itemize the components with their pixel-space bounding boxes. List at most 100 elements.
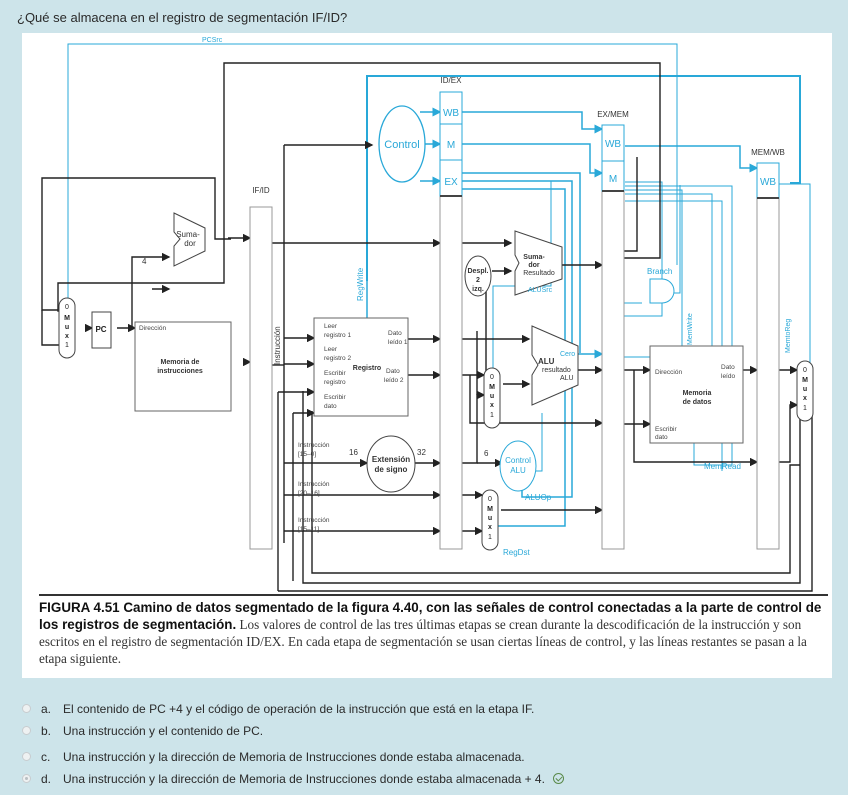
memwrite-label: MemWrite <box>687 313 694 345</box>
option-text: Una instrucción y el contenido de PC. <box>63 723 264 738</box>
exmem-wb-label: WB <box>605 139 621 150</box>
bus-width-label: 6 <box>484 449 489 458</box>
shift-label: izq. <box>472 286 484 293</box>
reg-port-label: registro 1 <box>324 332 351 339</box>
dmem-port-label: Dato <box>721 364 735 371</box>
instr-field-label: [15–11] <box>298 526 319 533</box>
mux-label: M <box>64 315 70 322</box>
instr-field-label: Instrucción <box>298 481 330 488</box>
dmem-label: Memoria <box>683 390 712 397</box>
pcsrc-label: PCSrc <box>202 37 223 44</box>
idex-ex-label: EX <box>444 177 458 188</box>
branch-and-gate <box>649 278 675 304</box>
alusrc-label: ALUSrc <box>528 287 553 294</box>
dmem-port-label: dato <box>655 434 668 441</box>
pc-adder <box>173 212 206 267</box>
idex-label: ID/EX <box>441 76 463 85</box>
instr-field-label: Instrucción <box>298 442 330 449</box>
mux-label: M <box>489 384 495 391</box>
dmem-port-label: leído <box>721 373 735 380</box>
option-text: Una instrucción y la dirección de Memori… <box>63 749 525 764</box>
reg-port-label: Dato <box>388 330 402 337</box>
idex-m-label: M <box>447 140 455 151</box>
sign-extend-label: de signo <box>375 465 408 474</box>
regdst-label: RegDst <box>503 548 530 557</box>
zero-flag-label: Cero <box>560 351 575 358</box>
exmem-label: EX/MEM <box>597 110 629 119</box>
instr-field-label: [15–0] <box>298 451 316 458</box>
reg-port-label: leído 2 <box>384 377 404 384</box>
alusrc-mux <box>483 367 501 429</box>
register-file <box>313 317 409 417</box>
ifid-label: IF/ID <box>252 186 270 195</box>
mux-label: M <box>802 377 808 384</box>
mux-label: M <box>487 506 493 513</box>
memtoreg-mux <box>796 360 814 422</box>
mux-label: u <box>65 324 69 331</box>
memwb-label: MEM/WB <box>751 148 785 157</box>
reg-port-label: Escribir <box>324 370 347 377</box>
pipeline-datapath-diagram: IF/ID ID/EX WB M EX EX/MEM WB M MEM/WB W… <box>39 37 828 596</box>
adder-label: dor <box>184 239 196 248</box>
regdst-mux <box>481 489 499 551</box>
alu-result-label: ALU <box>560 375 574 382</box>
reg-port-label: Dato <box>386 368 400 375</box>
radio-button-c[interactable] <box>22 752 31 761</box>
correct-check-icon <box>552 773 564 784</box>
radio-button-a[interactable] <box>22 704 31 713</box>
adder-label: Suma- <box>523 254 545 261</box>
branch-adder <box>514 230 563 296</box>
control-wires <box>67 43 811 527</box>
reg-port-label: leído 1 <box>388 339 408 346</box>
datapath-figure: IF/ID ID/EX WB M EX EX/MEM WB M MEM/WB W… <box>22 33 832 678</box>
mux-label: x <box>803 395 807 402</box>
radio-button-d[interactable] <box>22 774 31 783</box>
option-text: Una instrucción y la dirección de Memori… <box>63 771 545 786</box>
imem-label: instrucciones <box>157 368 203 375</box>
answer-option-c[interactable]: c. Una instrucción y la dirección de Mem… <box>22 748 564 765</box>
alu-control <box>499 440 537 492</box>
bus-width-label: 16 <box>349 448 358 457</box>
mux-label: x <box>65 333 69 340</box>
pipeline-registers: IF/ID ID/EX WB M EX EX/MEM WB M MEM/WB W… <box>249 76 785 550</box>
answer-option-d[interactable]: d. Una instrucción y la dirección de Mem… <box>22 770 564 787</box>
register-file-title: Registro <box>353 365 381 372</box>
reg-port-label: dato <box>324 403 337 410</box>
mux-label: 0 <box>803 367 807 374</box>
alu-control-label: Control <box>505 456 531 465</box>
data-memory <box>649 345 744 444</box>
adder-label: Suma- <box>176 230 200 239</box>
adder-label: dor <box>528 262 540 269</box>
mux-label: 1 <box>65 342 69 349</box>
mux-label: 1 <box>803 405 807 412</box>
question-text: ¿Qué se almacena en el registro de segme… <box>17 10 348 25</box>
regwrite-label: RegWrite <box>356 267 365 301</box>
alu-control-label: ALU <box>510 466 526 475</box>
option-letter: a. <box>41 701 52 716</box>
option-letter: c. <box>41 749 51 764</box>
memread-label: MemRead <box>704 462 741 471</box>
memwb-register <box>756 162 780 550</box>
dmem-label: de datos <box>683 399 712 406</box>
answer-options: a. El contenido de PC +4 y el código de … <box>22 700 564 787</box>
radio-button-b[interactable] <box>22 726 31 735</box>
instruction-bus-label: Instrucción <box>273 326 282 365</box>
option-letter: b. <box>41 723 52 738</box>
figure-caption: FIGURA 4.51 Camino de datos segmentado d… <box>39 599 829 667</box>
bus-width-label: 32 <box>417 448 426 457</box>
caption-body: Los valores de control de las tres últim… <box>39 617 807 666</box>
mux-label: 0 <box>490 374 494 381</box>
reg-port-label: Leer <box>324 323 338 330</box>
control-unit <box>378 105 426 183</box>
pcsrc-wire <box>67 43 678 301</box>
adder-label: Resultado <box>523 270 555 277</box>
answer-option-b[interactable]: b. Una instrucción y el contenido de PC. <box>22 722 564 739</box>
dmem-port-label: Escribir <box>655 426 678 433</box>
mux-label: u <box>488 515 492 522</box>
memtoreg-label: MemtoReg <box>785 319 792 353</box>
answer-option-a[interactable]: a. El contenido de PC +4 y el código de … <box>22 700 564 717</box>
imem-address-label: Dirección <box>139 325 166 332</box>
memwb-wb-label: WB <box>760 177 776 188</box>
shift-left-2 <box>464 255 492 297</box>
shift-label: Despl. <box>467 268 488 275</box>
